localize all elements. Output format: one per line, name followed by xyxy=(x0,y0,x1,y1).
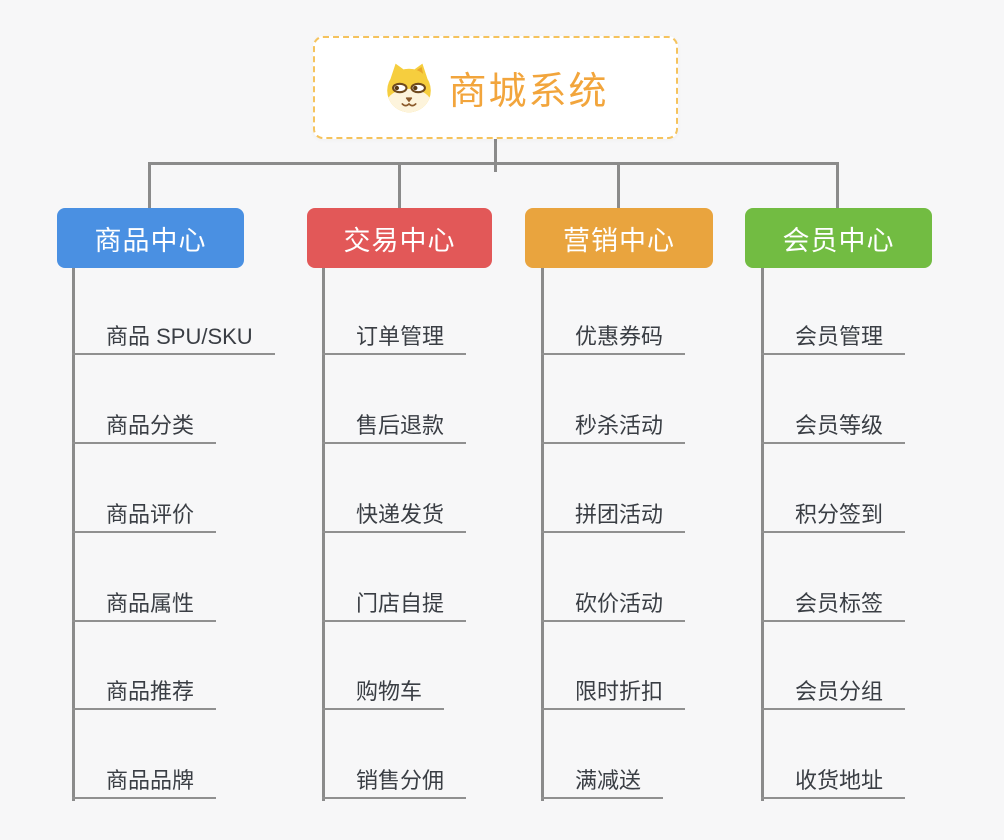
root-node[interactable]: 商城系统 xyxy=(313,36,678,139)
leaf-node-goods-spu-sku[interactable]: 商品 SPU/SKU xyxy=(72,321,275,355)
leaf-node-goods-review[interactable]: 商品评价 xyxy=(72,499,217,533)
leaf-node-goods-attribute[interactable]: 商品属性 xyxy=(72,588,217,622)
shiba-dog-icon xyxy=(387,63,432,112)
leaf-node-group-buy[interactable]: 拼团活动 xyxy=(541,499,686,533)
leaf-node-bargain-activity[interactable]: 砍价活动 xyxy=(541,588,686,622)
leaf-node-full-reduction[interactable]: 满减送 xyxy=(541,765,664,799)
leaf-node-express-delivery[interactable]: 快递发货 xyxy=(322,499,467,533)
leaf-node-aftersale-refund[interactable]: 售后退款 xyxy=(322,410,467,444)
leaf-node-store-pickup[interactable]: 门店自提 xyxy=(322,588,467,622)
connector-trunk-marketing xyxy=(541,268,544,801)
connector-drop-goods xyxy=(148,162,151,208)
connector-trunk-goods xyxy=(72,268,75,801)
branch-node-member-center[interactable]: 会员中心 xyxy=(745,208,932,268)
leaf-node-member-management[interactable]: 会员管理 xyxy=(761,321,906,355)
branch-node-marketing-center[interactable]: 营销中心 xyxy=(525,208,713,268)
leaf-node-limited-time-discount[interactable]: 限时折扣 xyxy=(541,676,686,710)
connector-trunk-member xyxy=(761,268,764,801)
leaf-node-coupon-code[interactable]: 优惠券码 xyxy=(541,321,686,355)
leaf-node-order-management[interactable]: 订单管理 xyxy=(322,321,467,355)
connector-root-stem xyxy=(494,139,497,172)
leaf-node-member-tag[interactable]: 会员标签 xyxy=(761,588,906,622)
connector-drop-trade xyxy=(398,162,401,208)
leaf-node-flash-sale[interactable]: 秒杀活动 xyxy=(541,410,686,444)
leaf-node-member-group[interactable]: 会员分组 xyxy=(761,676,906,710)
leaf-node-shipping-address[interactable]: 收货地址 xyxy=(761,765,906,799)
leaf-node-member-level[interactable]: 会员等级 xyxy=(761,410,906,444)
leaf-node-points-checkin[interactable]: 积分签到 xyxy=(761,499,906,533)
leaf-node-goods-category[interactable]: 商品分类 xyxy=(72,410,217,444)
branch-node-trade-center[interactable]: 交易中心 xyxy=(307,208,492,268)
leaf-node-goods-recommend[interactable]: 商品推荐 xyxy=(72,676,217,710)
leaf-node-shopping-cart[interactable]: 购物车 xyxy=(322,676,445,710)
branch-node-goods-center[interactable]: 商品中心 xyxy=(57,208,244,268)
leaf-node-goods-brand[interactable]: 商品品牌 xyxy=(72,765,217,799)
connector-drop-member xyxy=(836,162,839,208)
leaf-node-sales-commission[interactable]: 销售分佣 xyxy=(322,765,467,799)
connector-rail xyxy=(148,162,839,165)
connector-drop-marketing xyxy=(617,162,620,208)
root-title: 商城系统 xyxy=(448,71,609,113)
connector-trunk-trade xyxy=(322,268,325,801)
